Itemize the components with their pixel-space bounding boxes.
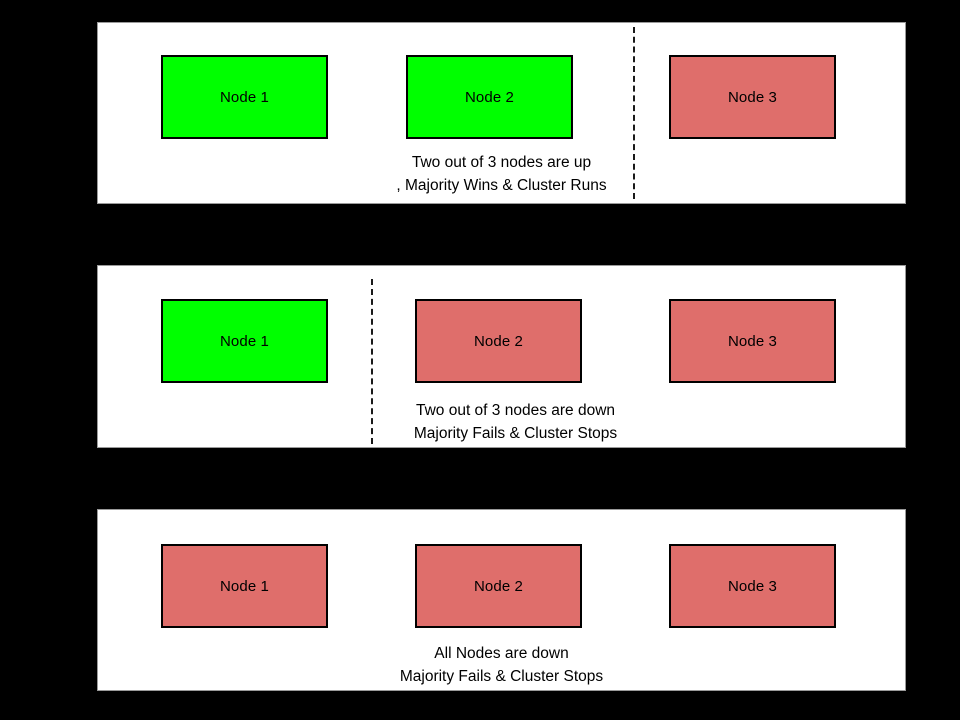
node-box-3-2[interactable]: Node 2 xyxy=(415,544,582,628)
node-label: Node 1 xyxy=(220,332,269,350)
caption-line-2: Majority Fails & Cluster Stops xyxy=(413,425,618,442)
scenario-caption-1: Two out of 3 nodes are up , Majority Win… xyxy=(98,151,905,197)
scenario-caption-2: Two out of 3 nodes are down Majority Fai… xyxy=(126,399,905,445)
scenario-caption-3: All Nodes are down Majority Fails & Clus… xyxy=(98,642,905,688)
node-label: Node 1 xyxy=(220,577,269,595)
node-box-2-2[interactable]: Node 2 xyxy=(415,299,582,383)
caption-line-1: All Nodes are down xyxy=(434,645,569,662)
quorum-divider-1 xyxy=(633,27,635,199)
scenario-panel-1: Node 1 Node 2 Node 3 Two out of 3 nodes … xyxy=(97,22,906,204)
caption-line-1: Two out of 3 nodes are down xyxy=(415,402,616,419)
caption-line-2: , Majority Wins & Cluster Runs xyxy=(396,177,607,194)
node-box-1-3[interactable]: Node 3 xyxy=(669,55,836,139)
node-label: Node 2 xyxy=(474,332,523,350)
node-label: Node 2 xyxy=(465,88,514,106)
node-box-1-1[interactable]: Node 1 xyxy=(161,55,328,139)
node-box-2-3[interactable]: Node 3 xyxy=(669,299,836,383)
node-box-3-1[interactable]: Node 1 xyxy=(161,544,328,628)
node-label: Node 3 xyxy=(728,332,777,350)
node-box-1-2[interactable]: Node 2 xyxy=(406,55,573,139)
node-label: Node 3 xyxy=(728,88,777,106)
caption-line-1: Two out of 3 nodes are up xyxy=(411,154,592,171)
scenario-panel-2: Node 1 Node 2 Node 3 Two out of 3 nodes … xyxy=(97,265,906,448)
caption-line-2: Majority Fails & Cluster Stops xyxy=(399,668,604,685)
node-box-2-1[interactable]: Node 1 xyxy=(161,299,328,383)
node-box-3-3[interactable]: Node 3 xyxy=(669,544,836,628)
quorum-divider-2 xyxy=(371,279,373,444)
node-label: Node 1 xyxy=(220,88,269,106)
node-label: Node 3 xyxy=(728,577,777,595)
node-label: Node 2 xyxy=(474,577,523,595)
scenario-panel-3: Node 1 Node 2 Node 3 All Nodes are down … xyxy=(97,509,906,691)
